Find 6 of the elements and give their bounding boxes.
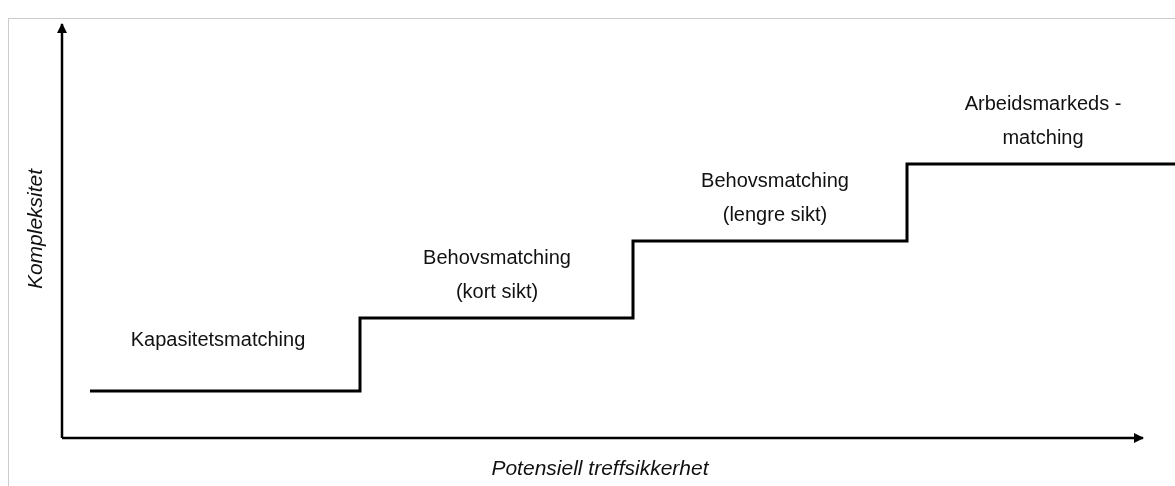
step-label: Behovsmatching (lengre sikt) <box>700 168 850 227</box>
step-label: Behovsmatching (kort sikt) <box>422 245 572 304</box>
step-label: Kapasitetsmatching <box>129 327 307 352</box>
axis-title: Potensiell treffsikkerhet <box>490 455 711 481</box>
axis-title: Kompleksitet <box>22 167 47 292</box>
step-label: Arbeidsmarkeds -matching <box>963 91 1123 150</box>
